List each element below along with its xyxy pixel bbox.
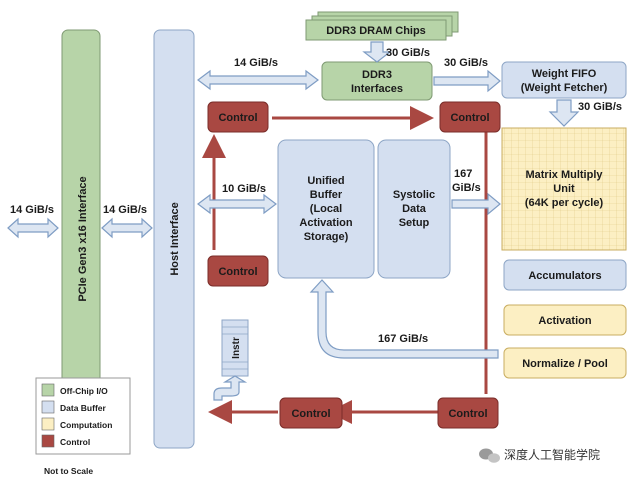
- pcie-host-arrow: [101, 217, 153, 239]
- unified-buffer-line2: Buffer: [310, 189, 343, 201]
- bw-label-setup-mmu-1: 167: [454, 168, 472, 180]
- accumulators-label: Accumulators: [528, 270, 601, 282]
- systolic-line3: Setup: [399, 217, 430, 229]
- bw-label-fifo-mmu: 30 GiB/s: [578, 101, 622, 113]
- host-interface-block: Host Interface: [153, 29, 195, 449]
- ddr3-interfaces-block: DDR3 Interfaces: [321, 61, 433, 101]
- unified-buffer-line5: Storage): [304, 231, 349, 243]
- legend-swatch-control: [41, 434, 55, 448]
- unified-buffer-block: Unified Buffer (Local Activation Storage…: [277, 139, 375, 279]
- instr-label: Instr: [231, 337, 242, 359]
- control-box-top-left: Control: [207, 101, 269, 133]
- wechat-icon: [479, 448, 500, 463]
- control-label-1: Control: [218, 112, 257, 124]
- legend-label-control: Control: [60, 437, 90, 447]
- control-label-2: Control: [450, 112, 489, 124]
- bw-label-pcie-external: 14 GiB/s: [10, 204, 54, 216]
- ddr3-interfaces-line1: DDR3: [362, 69, 392, 81]
- control-label-4: Control: [291, 408, 330, 420]
- control-box-bottom-right: Control: [437, 397, 499, 429]
- bw-label-host-ddr3: 14 GiB/s: [234, 57, 278, 69]
- legend-swatch-computation: [41, 417, 55, 431]
- activation-block: Activation: [503, 304, 627, 336]
- fifo-to-mmu-arrow: [548, 99, 580, 127]
- control-label-3: Control: [218, 266, 257, 278]
- legend-label-data-buffer: Data Buffer: [60, 403, 107, 413]
- pcie-interface-block: PCIe Gen3 x16 Interface: [61, 29, 101, 449]
- bw-label-return: 167 GiB/s: [378, 333, 428, 345]
- mmu-line3: (64K per cycle): [525, 197, 604, 209]
- bw-label-pcie-host: 14 GiB/s: [103, 204, 147, 216]
- host-ddr3-arrow: [197, 69, 319, 91]
- legend-swatch-data-buffer: [41, 400, 55, 414]
- bw-label-host-buffer: 10 GiB/s: [222, 183, 266, 195]
- normalize-pool-block: Normalize / Pool: [503, 347, 627, 379]
- legend-swatch-off-chip-io: [41, 383, 55, 397]
- setup-to-mmu-arrow: [451, 192, 501, 216]
- pcie-external-arrow: [7, 217, 59, 239]
- normalize-to-buffer-return-arrow: [309, 279, 499, 359]
- weight-fifo-line1: Weight FIFO: [532, 68, 597, 80]
- matrix-multiply-unit-block: Matrix Multiply Unit (64K per cycle): [501, 127, 627, 251]
- host-interface-label: Host Interface: [169, 202, 181, 275]
- control-box-top-right: Control: [439, 101, 501, 133]
- legend-label-computation: Computation: [60, 420, 112, 430]
- unified-buffer-line3: (Local: [310, 203, 342, 215]
- mmu-line1: Matrix Multiply: [525, 169, 603, 181]
- systolic-line1: Systolic: [393, 189, 435, 201]
- bw-label-setup-mmu-2: GiB/s: [452, 182, 481, 194]
- weight-fifo-block: Weight FIFO (Weight Fetcher): [501, 61, 627, 99]
- not-to-scale-note: Not to Scale: [44, 466, 93, 476]
- control-box-mid-left: Control: [207, 255, 269, 287]
- watermark-text: 深度人工智能学院: [504, 447, 600, 462]
- bw-label-ddr3-fifo: 30 GiB/s: [444, 57, 488, 69]
- chips-to-interfaces-arrow: [362, 41, 392, 63]
- legend-label-off-chip-io: Off-Chip I/O: [60, 386, 108, 396]
- host-unified-buffer-arrow: [197, 193, 277, 215]
- weight-fifo-line2: (Weight Fetcher): [521, 82, 608, 94]
- normalize-pool-label: Normalize / Pool: [522, 358, 608, 370]
- activation-label: Activation: [538, 315, 591, 327]
- instr-buffer-block: Instr: [221, 319, 249, 377]
- systolic-line2: Data: [402, 203, 427, 215]
- unified-buffer-line1: Unified: [307, 175, 344, 187]
- ddr3-to-fifo-arrow: [433, 69, 501, 93]
- control-label-5: Control: [448, 408, 487, 420]
- ddr3-dram-chips-block: DDR3 DRAM Chips: [305, 11, 459, 41]
- mmu-line2: Unit: [553, 183, 575, 195]
- ddr3-chips-label: DDR3 DRAM Chips: [326, 25, 426, 37]
- data-flow-arrows: [7, 41, 580, 401]
- accumulators-block: Accumulators: [503, 259, 627, 291]
- systolic-data-setup-block: Systolic Data Setup: [377, 139, 451, 279]
- host-to-instr-arrow: [213, 375, 248, 401]
- control-box-bottom-mid: Control: [279, 397, 343, 429]
- watermark: 深度人工智能学院: [479, 447, 600, 463]
- ddr3-interfaces-line2: Interfaces: [351, 83, 403, 95]
- unified-buffer-line4: Activation: [299, 217, 352, 229]
- pcie-label: PCIe Gen3 x16 Interface: [77, 176, 89, 301]
- legend: Off-Chip I/O Data Buffer Computation Con…: [35, 377, 131, 455]
- bw-label-chips-ddr3: 30 GiB/s: [386, 47, 430, 59]
